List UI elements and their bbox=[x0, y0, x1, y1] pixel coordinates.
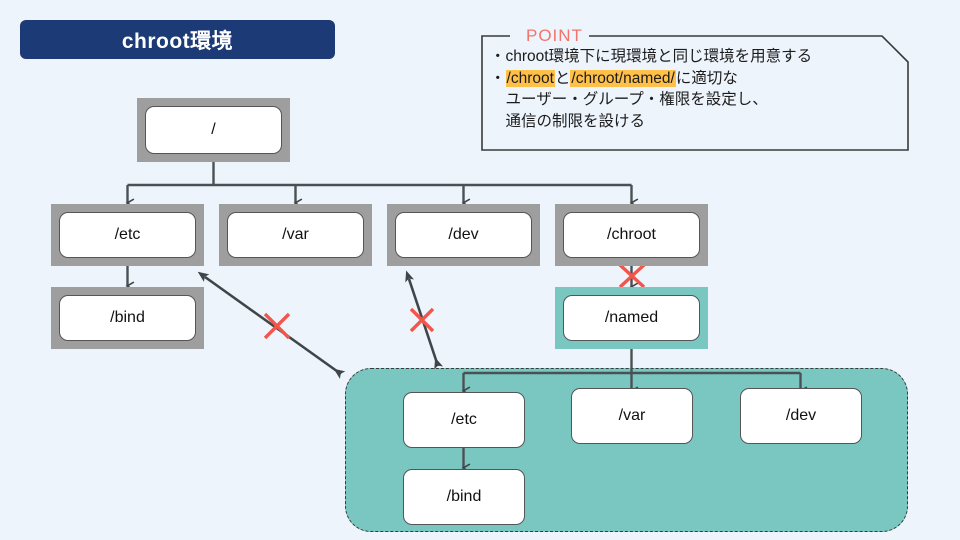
point-callout-frame bbox=[481, 35, 909, 151]
node-named-box[interactable]: /named bbox=[563, 295, 700, 341]
point-callout-body: ・chroot環境下に現環境と同じ環境を用意する ・/chrootと/chroo… bbox=[490, 46, 902, 132]
node-host-dev[interactable]: /dev bbox=[387, 204, 540, 266]
node-host-etc[interactable]: /etc bbox=[51, 204, 204, 266]
point-line-4: 通信の制限を設ける bbox=[490, 112, 646, 130]
blocked-marker-dev bbox=[409, 307, 435, 333]
node-host-bind[interactable]: /bind bbox=[51, 287, 204, 349]
blocked-arrow-dev-to-chroot bbox=[405, 270, 443, 370]
node-host-etc-label: /etc bbox=[114, 226, 141, 243]
node-named[interactable]: /named bbox=[555, 287, 708, 349]
point-text-2a: /chroot bbox=[505, 69, 555, 87]
node-named-label: /named bbox=[604, 309, 659, 326]
node-chroot-var[interactable]: /var bbox=[571, 388, 693, 444]
point-text-2b: と bbox=[554, 69, 571, 87]
point-bullet-2: ・ bbox=[490, 69, 506, 87]
slide-title-banner: chroot環境 bbox=[20, 20, 335, 59]
node-chroot-bind-label: /bind bbox=[446, 488, 482, 505]
blocked-arrow-etc-to-chroot bbox=[197, 271, 346, 379]
node-root[interactable]: / bbox=[137, 98, 290, 162]
blocked-marker-chroot-named bbox=[618, 263, 646, 289]
node-root-box[interactable]: / bbox=[145, 106, 282, 154]
point-text-1: chroot環境下に現環境と同じ環境を用意する bbox=[505, 48, 813, 65]
node-host-var[interactable]: /var bbox=[219, 204, 372, 266]
node-chroot-bind[interactable]: /bind bbox=[403, 469, 525, 525]
blocked-marker-etc bbox=[263, 312, 291, 340]
node-host-bind-label: /bind bbox=[110, 309, 145, 326]
node-host-etc-box[interactable]: /etc bbox=[59, 212, 196, 258]
node-host-chroot-box[interactable]: /chroot bbox=[563, 212, 700, 258]
point-bullet-1: ・ bbox=[490, 48, 506, 65]
node-chroot-dev[interactable]: /dev bbox=[740, 388, 862, 444]
node-host-dev-box[interactable]: /dev bbox=[395, 212, 532, 258]
page-title: chroot環境 bbox=[121, 29, 234, 53]
point-line-3: ユーザー・グループ・権限を設定し、 bbox=[490, 91, 768, 108]
node-host-bind-box[interactable]: /bind bbox=[59, 295, 196, 341]
node-chroot-dev-label: /dev bbox=[785, 407, 817, 424]
point-label: POINT bbox=[520, 27, 589, 44]
node-chroot-etc[interactable]: /etc bbox=[403, 392, 525, 448]
point-callout: POINT ・chroot環境下に現環境と同じ環境を用意する ・/chrootと… bbox=[480, 22, 910, 152]
point-line-1: ・chroot環境下に現環境と同じ環境を用意する bbox=[490, 46, 902, 68]
node-root-label: / bbox=[211, 121, 216, 138]
point-line-2: ・/chrootと/chroot/named/に適切な bbox=[490, 68, 902, 90]
node-chroot-var-label: /var bbox=[618, 407, 646, 424]
node-host-var-label: /var bbox=[282, 226, 309, 243]
node-host-chroot[interactable]: /chroot bbox=[555, 204, 708, 266]
point-text-2c: /chroot/named/ bbox=[570, 69, 676, 87]
point-text-2d: に適切な bbox=[675, 69, 738, 87]
node-host-var-box[interactable]: /var bbox=[227, 212, 364, 258]
node-host-dev-label: /dev bbox=[448, 226, 479, 243]
node-chroot-etc-label: /etc bbox=[451, 411, 477, 428]
node-host-chroot-label: /chroot bbox=[607, 226, 656, 243]
